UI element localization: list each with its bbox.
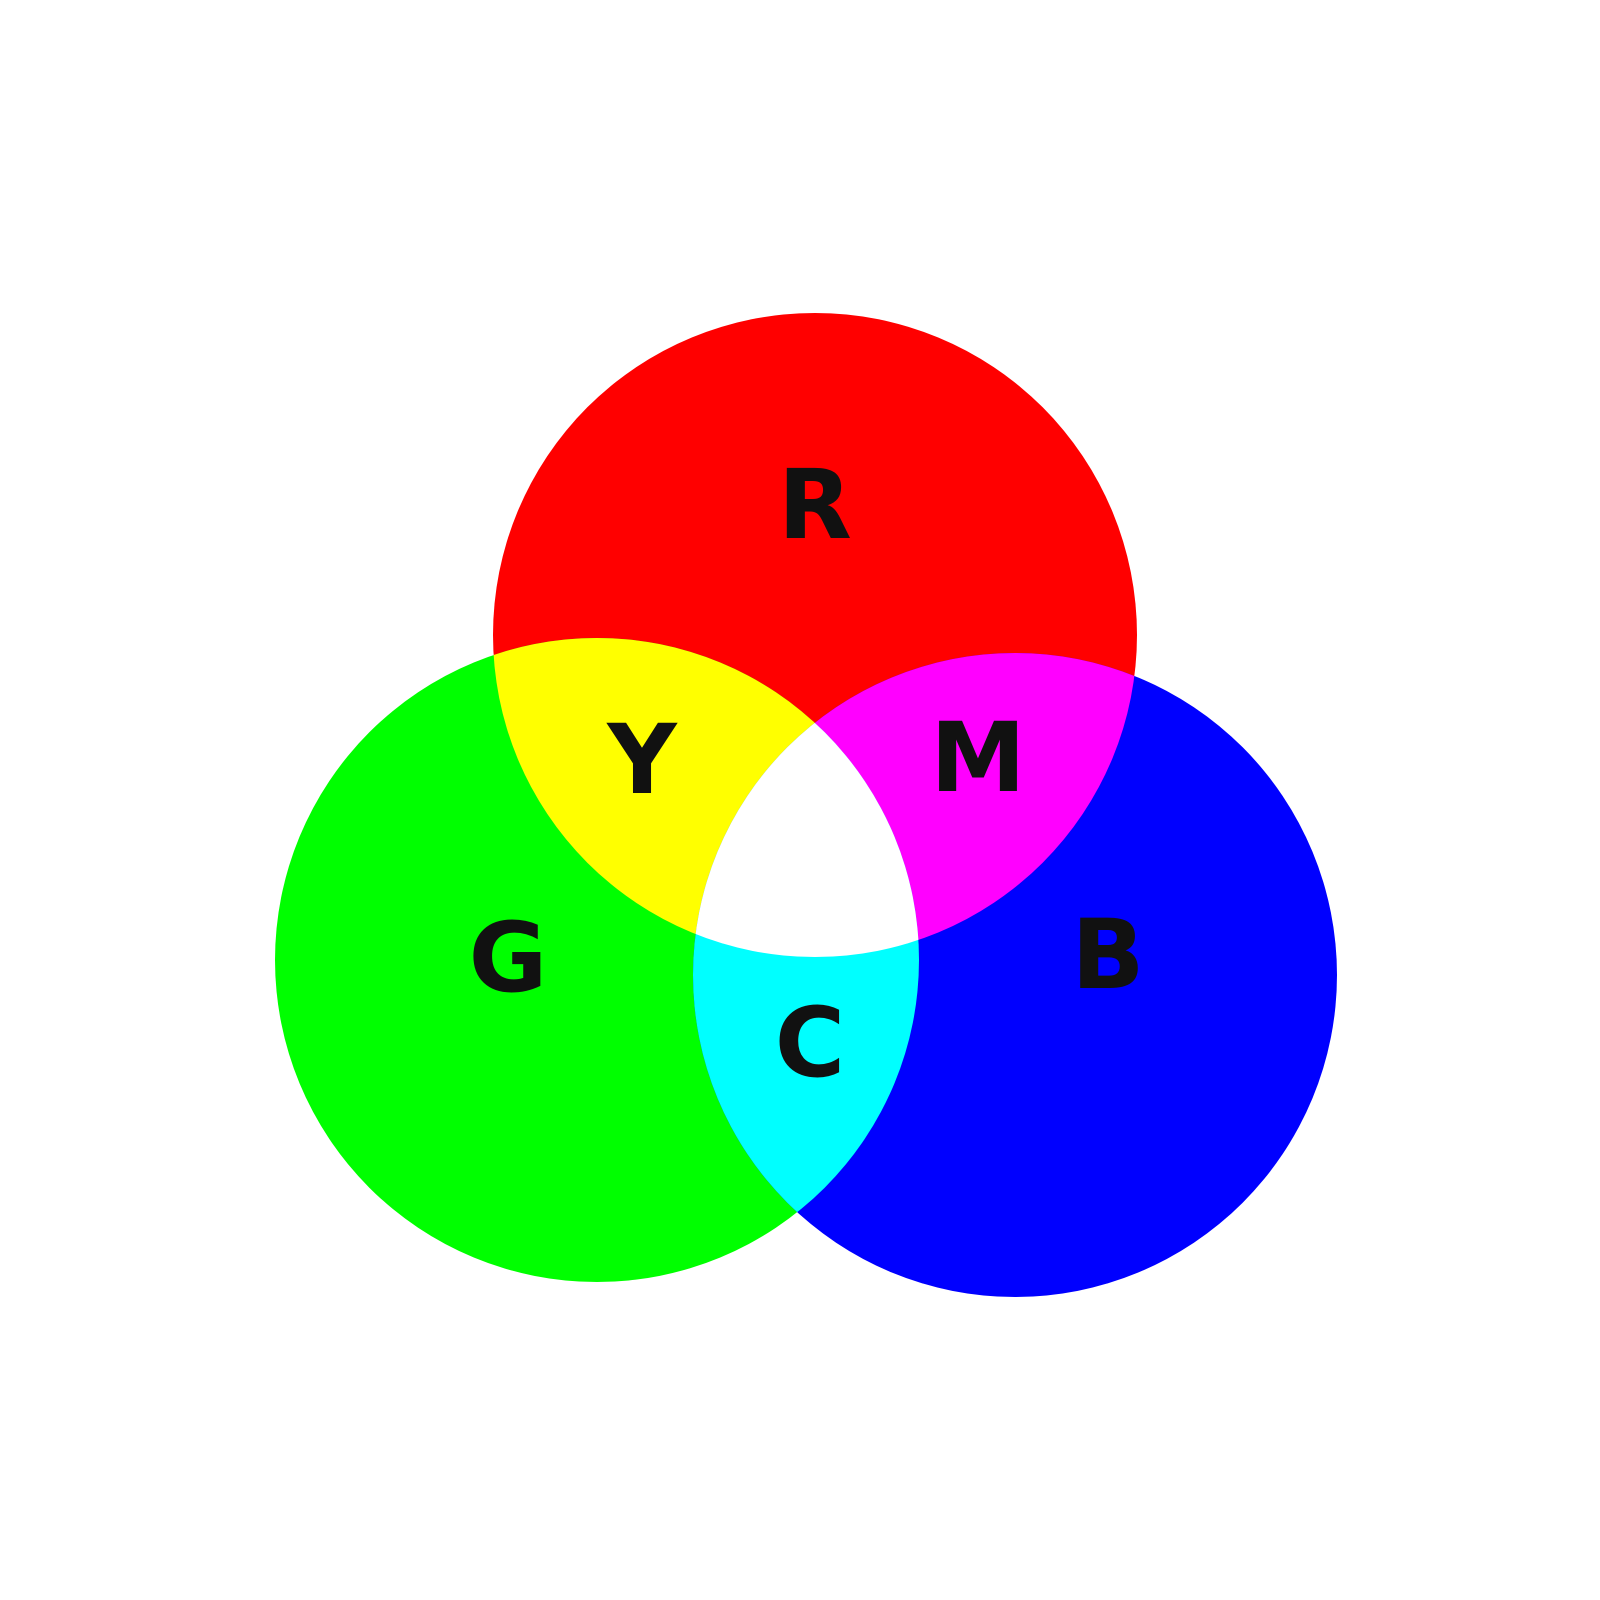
label-magenta: M bbox=[930, 702, 1026, 814]
label-yellow: Y bbox=[606, 704, 678, 816]
label-blue: B bbox=[1071, 899, 1144, 1011]
label-cyan: C bbox=[775, 987, 845, 1099]
white-center-overlap bbox=[693, 653, 919, 957]
label-green: G bbox=[469, 902, 548, 1014]
label-red: R bbox=[778, 449, 852, 561]
